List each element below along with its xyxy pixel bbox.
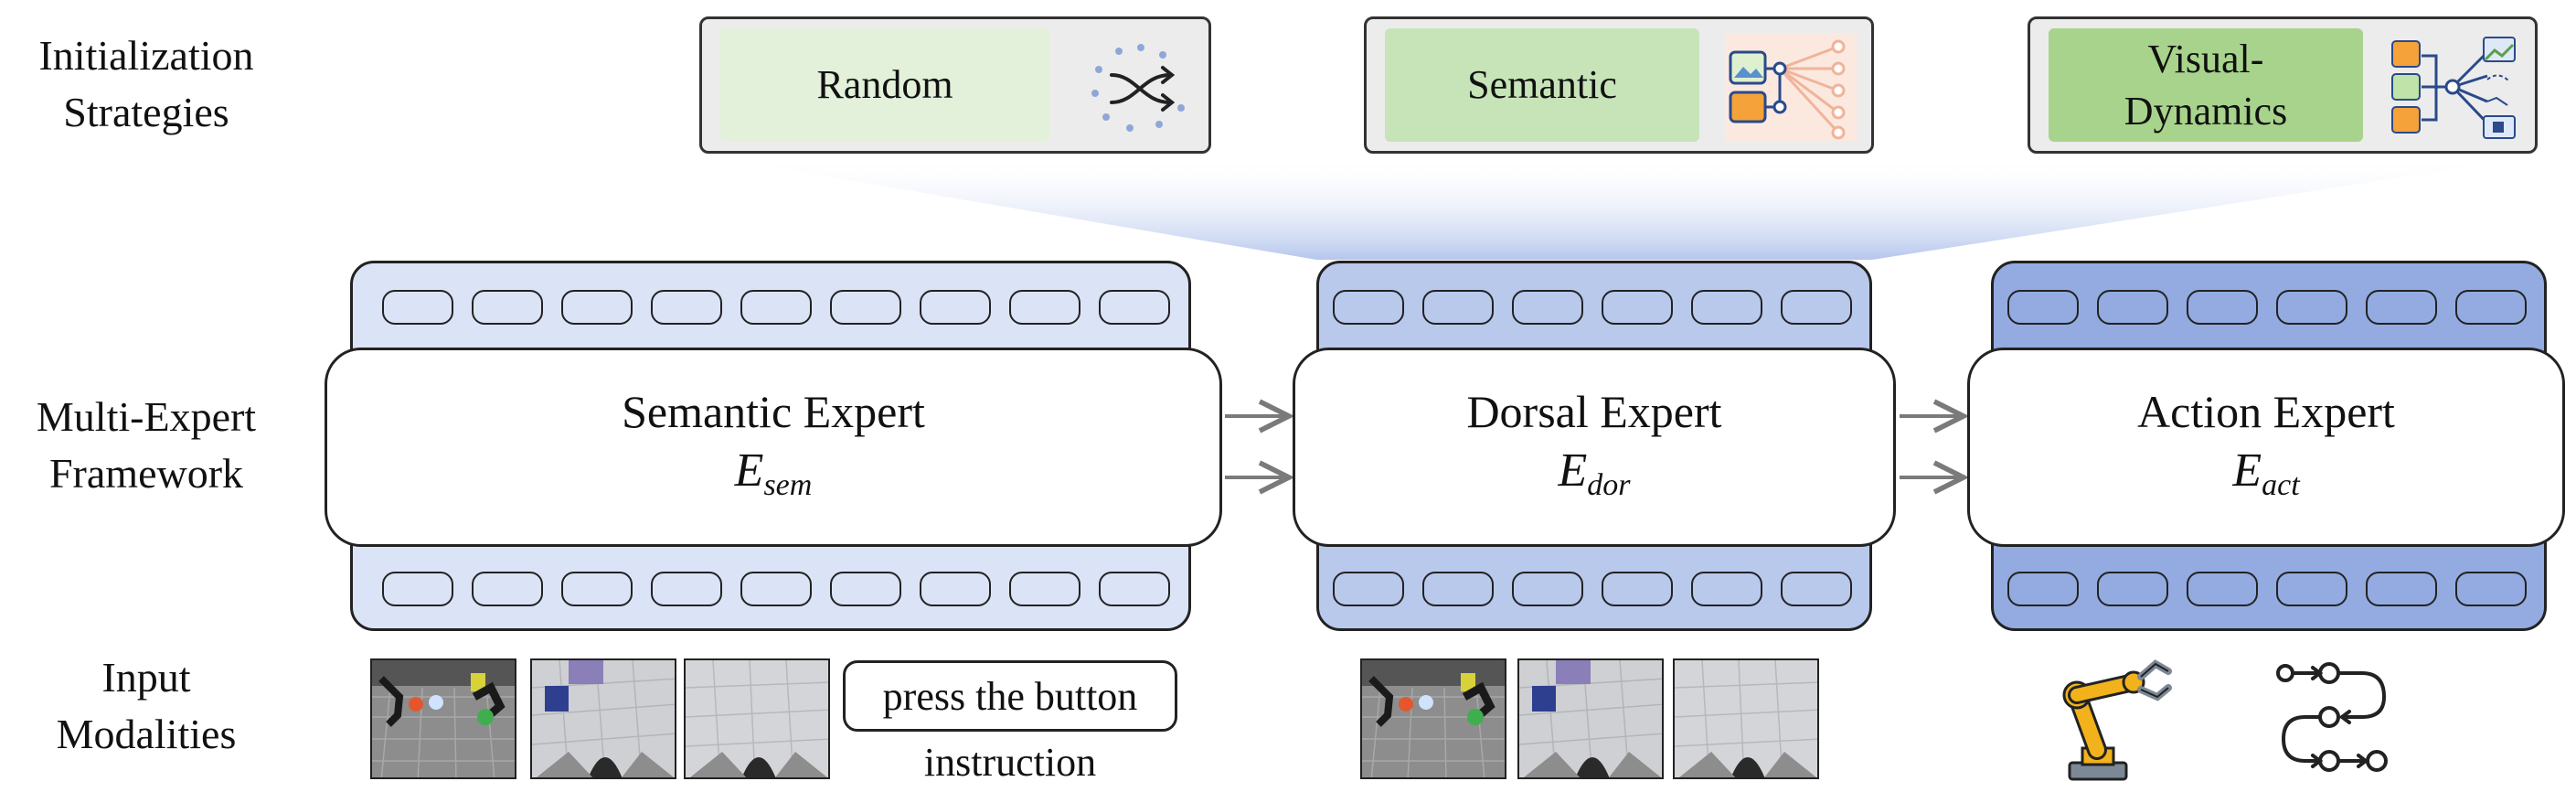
visual-dynamics-tree-icon — [2391, 37, 2516, 139]
expert-symbol-subscript: dor — [1587, 468, 1631, 502]
wrist-camera-image-left — [1517, 658, 1664, 779]
semantic-expert-box: Semantic Expert Esem — [325, 348, 1222, 547]
token — [382, 572, 453, 606]
token — [2276, 572, 2347, 606]
strategy-card-visual-dynamics: Visual-Dynamics — [2028, 16, 2538, 154]
robot-scene-image — [370, 658, 516, 779]
token — [740, 290, 812, 325]
token — [2366, 572, 2437, 606]
wrist-camera-image-right — [1673, 658, 1819, 779]
token — [1781, 572, 1852, 606]
token — [472, 290, 543, 325]
wrist-camera-image-right — [684, 658, 830, 779]
token — [561, 572, 633, 606]
token — [1099, 572, 1170, 606]
strategy-label-visual-dynamics-text: Visual-Dynamics — [2124, 36, 2288, 134]
token — [2187, 290, 2258, 325]
token — [2097, 290, 2168, 325]
token — [2007, 572, 2079, 606]
trajectory-icon — [2276, 662, 2388, 772]
token — [1333, 290, 1404, 325]
expert-symbol-subscript: sem — [763, 468, 813, 502]
row-label-input: Input Modalities — [9, 649, 283, 763]
token — [382, 290, 453, 325]
row-label-line: Multi-Expert — [36, 393, 257, 440]
token — [2366, 290, 2437, 325]
token — [1422, 290, 1494, 325]
row-label-line: Framework — [48, 450, 244, 498]
row-label-line: Strategies — [63, 89, 229, 136]
action-expert-box: Action Expert Eact — [1967, 348, 2565, 547]
row-label-line: Input — [101, 654, 191, 701]
dorsal-expert-title: Dorsal Expert — [1466, 386, 1722, 437]
wrist-camera-image-left — [530, 658, 676, 779]
semantic-tree-icon — [1725, 34, 1857, 142]
token — [1602, 572, 1673, 606]
token — [1691, 572, 1762, 606]
token — [2007, 290, 2079, 325]
row-label-line: Modalities — [56, 711, 237, 758]
strategy-label-random: Random — [720, 28, 1049, 142]
token — [1602, 290, 1673, 325]
row-label-initialization: Initialization Strategies — [9, 27, 283, 141]
token — [1009, 572, 1080, 606]
row-label-line: Initialization — [38, 32, 254, 79]
token — [561, 290, 633, 325]
token — [740, 572, 812, 606]
token — [1333, 572, 1404, 606]
instruction-caption: instruction — [923, 740, 1097, 785]
token — [2455, 290, 2527, 325]
token — [2097, 572, 2168, 606]
strategy-label-visual-dynamics: Visual-Dynamics — [2049, 28, 2363, 142]
token — [651, 290, 722, 325]
token — [651, 572, 722, 606]
robot-arm-icon — [2062, 659, 2172, 781]
token — [2276, 290, 2347, 325]
token — [920, 290, 991, 325]
expert-symbol-subscript: act — [2262, 468, 2300, 502]
row-label-framework: Multi-Expert Framework — [9, 389, 283, 502]
action-expert-symbol: Eact — [1970, 444, 2562, 503]
token — [920, 572, 991, 606]
strategy-label-semantic: Semantic — [1385, 28, 1699, 142]
token — [1512, 572, 1583, 606]
token — [2455, 572, 2527, 606]
instruction-box: press the button — [843, 660, 1177, 732]
robot-scene-image — [1360, 658, 1506, 779]
token — [1099, 290, 1170, 325]
expert-symbol-letter: E — [734, 444, 764, 497]
dorsal-expert-box: Dorsal Expert Edor — [1293, 348, 1896, 547]
semantic-expert-title: Semantic Expert — [622, 386, 925, 437]
shuffle-icon — [1091, 44, 1185, 132]
strategy-card-semantic: Semantic — [1364, 16, 1874, 154]
token — [2187, 572, 2258, 606]
expert-symbol-letter: E — [2232, 444, 2262, 497]
token — [1009, 290, 1080, 325]
strategy-card-random: Random — [699, 16, 1211, 154]
token — [1512, 290, 1583, 325]
token — [472, 572, 543, 606]
token — [1691, 290, 1762, 325]
token — [1422, 572, 1494, 606]
token — [830, 290, 901, 325]
projection-fan-shape — [704, 155, 2541, 260]
token — [830, 572, 901, 606]
dorsal-expert-symbol: Edor — [1295, 444, 1893, 503]
action-expert-title: Action Expert — [2137, 386, 2395, 437]
token — [1781, 290, 1852, 325]
semantic-expert-symbol: Esem — [327, 444, 1219, 503]
expert-symbol-letter: E — [1558, 444, 1588, 497]
